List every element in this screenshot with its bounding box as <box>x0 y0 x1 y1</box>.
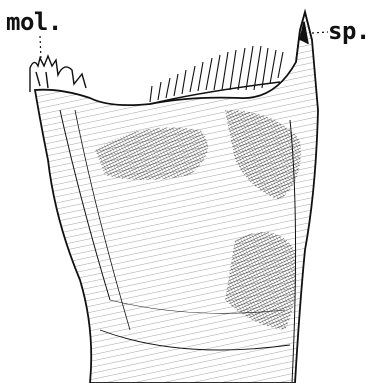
sp-label: sp. <box>328 19 370 43</box>
mol-label: mol. <box>6 10 62 34</box>
mol-leader-line <box>40 36 41 60</box>
leader-lines <box>40 32 328 60</box>
molar-process <box>30 56 86 92</box>
sp-leader-line <box>312 32 328 33</box>
